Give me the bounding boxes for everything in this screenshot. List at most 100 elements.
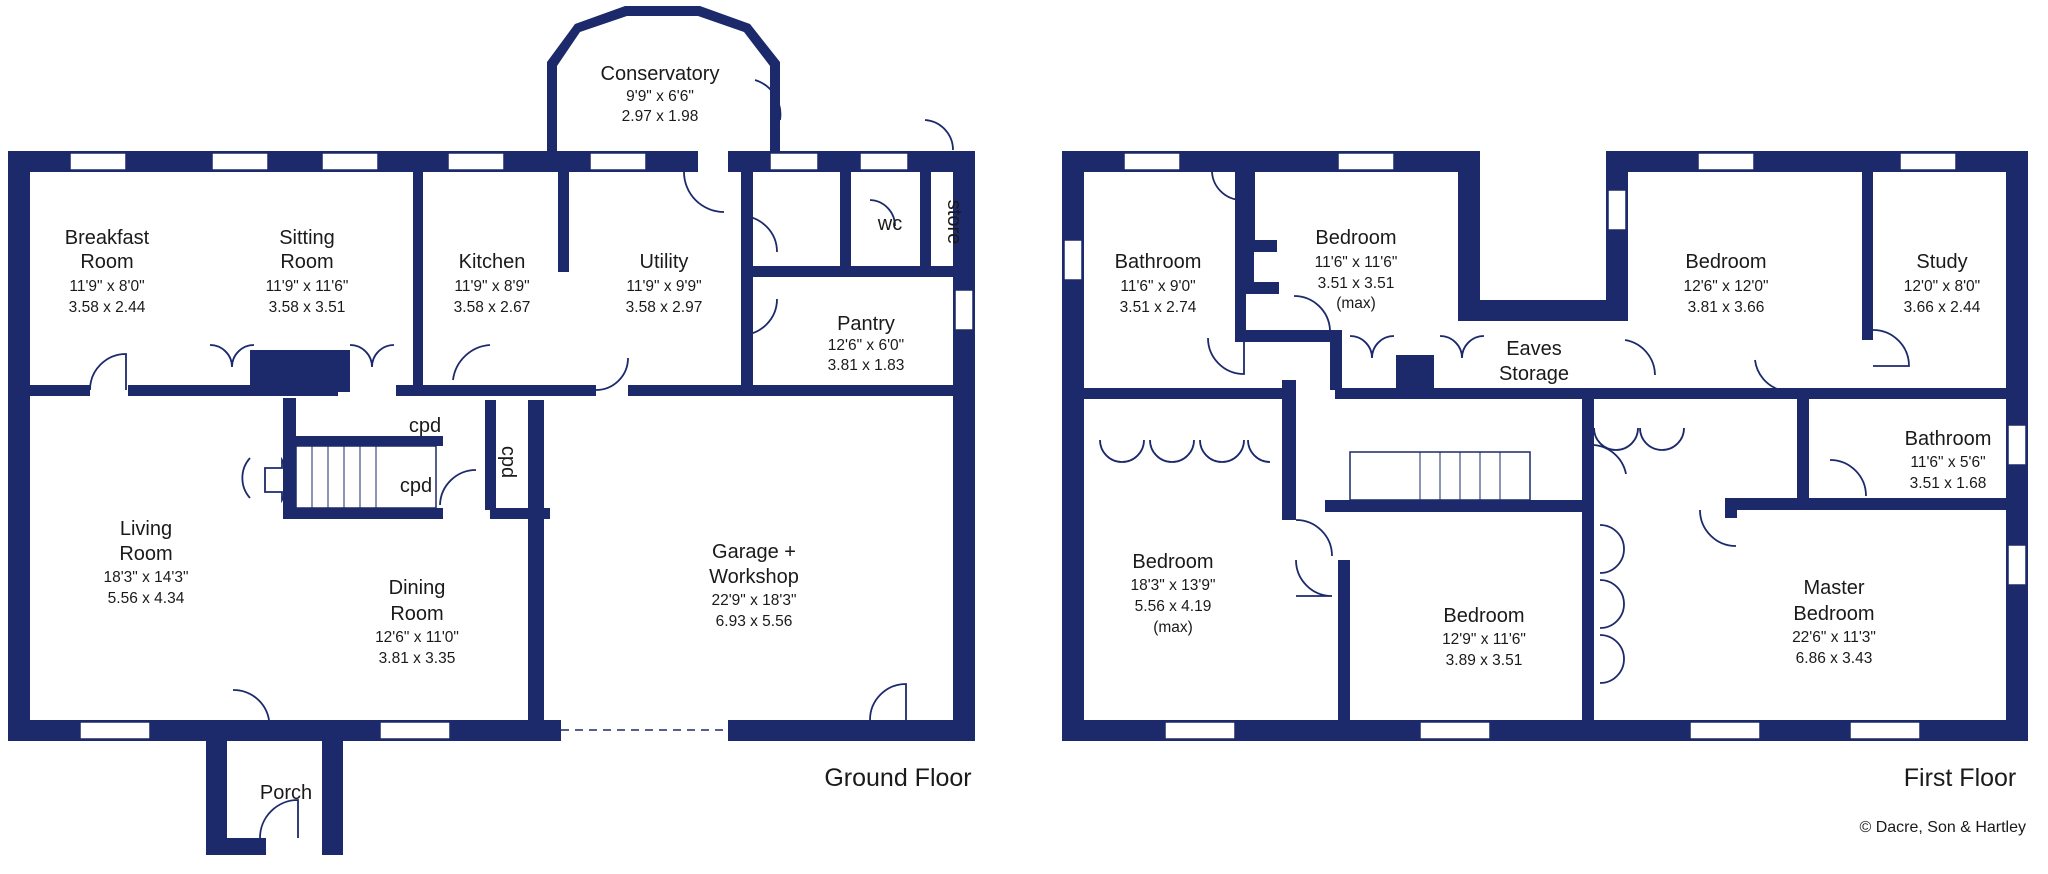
first-floor-title: First Floor <box>1904 764 2017 792</box>
first-floor-walls <box>1062 151 2028 741</box>
room-label-sitting-room: Sitting Room 11'9" x 11'6" 3.58 x 3.51 <box>266 227 349 316</box>
svg-text:Living: Living <box>120 518 172 540</box>
svg-text:12'6" x 6'0": 12'6" x 6'0" <box>828 337 904 354</box>
svg-text:Pantry: Pantry <box>837 313 895 335</box>
svg-text:3.58 x 3.51: 3.58 x 3.51 <box>269 299 346 316</box>
svg-text:Garage +: Garage + <box>712 541 796 563</box>
first-floor-doors <box>1099 171 1910 684</box>
svg-text:3.81 x 3.66: 3.81 x 3.66 <box>1688 299 1765 316</box>
svg-text:(max): (max) <box>1153 619 1193 636</box>
svg-text:3.51 x 1.68: 3.51 x 1.68 <box>1910 475 1987 492</box>
first-floor-labels: Bathroom 11'6" x 9'0" 3.51 x 2.74 Bedroo… <box>1115 227 2026 836</box>
room-label-garage-workshop: Garage + Workshop 22'9" x 18'3" 6.93 x 5… <box>709 541 799 630</box>
svg-text:Kitchen: Kitchen <box>459 251 526 273</box>
svg-text:6.93 x 5.56: 6.93 x 5.56 <box>716 613 793 630</box>
room-label-bedroom-4: Bedroom 12'9" x 11'6" 3.89 x 3.51 <box>1442 605 1526 669</box>
room-label-bedroom-1: Bedroom 11'6" x 11'6" 3.51 x 3.51 (max) <box>1315 227 1398 312</box>
svg-text:Sitting: Sitting <box>279 227 335 249</box>
svg-text:11'9" x 9'9": 11'9" x 9'9" <box>626 278 701 295</box>
svg-text:(max): (max) <box>1336 295 1376 312</box>
svg-text:3.58 x 2.97: 3.58 x 2.97 <box>626 299 703 316</box>
ground-floor-windows <box>69 152 974 740</box>
room-label-kitchen: Kitchen 11'9" x 8'9" 3.58 x 2.67 <box>454 251 531 316</box>
svg-text:Storage: Storage <box>1499 363 1569 385</box>
svg-text:Bathroom: Bathroom <box>1115 251 1202 273</box>
room-label-bathroom-2: Bathroom 11'6" x 5'6" 3.51 x 1.68 <box>1905 428 1992 492</box>
label-cpd-1: cpd <box>409 415 441 437</box>
svg-text:11'9" x 8'0": 11'9" x 8'0" <box>69 278 144 295</box>
svg-text:3.51 x 3.51: 3.51 x 3.51 <box>1318 275 1395 292</box>
svg-text:11'6" x 11'6": 11'6" x 11'6" <box>1315 254 1398 271</box>
ground-floor-doors <box>89 79 954 839</box>
room-label-master-bedroom: Master Bedroom 22'6" x 11'3" 6.86 x 3.43 <box>1792 577 1876 667</box>
svg-text:3.51 x 2.74: 3.51 x 2.74 <box>1120 299 1197 316</box>
label-wc: wc <box>877 213 902 235</box>
svg-text:12'0" x 8'0": 12'0" x 8'0" <box>1904 278 1980 295</box>
label-store: store <box>943 200 965 244</box>
room-label-study: Study 12'0" x 8'0" 3.66 x 2.44 <box>1904 251 1981 316</box>
ground-floor-title: Ground Floor <box>824 764 971 792</box>
svg-text:Master: Master <box>1803 577 1864 599</box>
room-label-eaves-storage: Eaves Storage <box>1499 338 1569 385</box>
label-cpd-2: cpd <box>400 475 432 497</box>
room-label-pantry: Pantry 12'6" x 6'0" 3.81 x 1.83 <box>828 313 905 374</box>
first-floor-windows <box>1063 152 2027 740</box>
svg-text:6.86 x 3.43: 6.86 x 3.43 <box>1796 650 1873 667</box>
svg-text:Room: Room <box>390 603 443 625</box>
svg-text:Bathroom: Bathroom <box>1905 428 1992 450</box>
svg-text:11'6" x 5'6": 11'6" x 5'6" <box>1910 454 1985 471</box>
svg-text:Bedroom: Bedroom <box>1132 551 1213 573</box>
svg-text:Room: Room <box>280 251 333 273</box>
room-label-utility: Utility 11'9" x 9'9" 3.58 x 2.97 <box>626 251 703 316</box>
svg-text:3.66 x 2.44: 3.66 x 2.44 <box>1904 299 1981 316</box>
svg-text:11'6" x 9'0": 11'6" x 9'0" <box>1120 278 1195 295</box>
room-label-bathroom-1: Bathroom 11'6" x 9'0" 3.51 x 2.74 <box>1115 251 1202 316</box>
svg-text:5.56 x 4.34: 5.56 x 4.34 <box>108 590 185 607</box>
svg-text:3.81 x 3.35: 3.81 x 3.35 <box>379 650 456 667</box>
svg-text:12'6" x 12'0": 12'6" x 12'0" <box>1683 278 1768 295</box>
copyright-notice: © Dacre, Son & Hartley <box>1859 819 2026 836</box>
svg-text:11'9" x 8'9": 11'9" x 8'9" <box>454 278 529 295</box>
room-label-dining-room: Dining Room 12'6" x 11'0" 3.81 x 3.35 <box>375 577 459 667</box>
svg-text:Room: Room <box>119 543 172 565</box>
ground-floor-labels: Breakfast Room 11'9" x 8'0" 3.58 x 2.44 … <box>65 63 972 804</box>
svg-text:11'9" x 11'6": 11'9" x 11'6" <box>266 278 349 295</box>
room-label-conservatory: Conservatory 9'9" x 6'6" 2.97 x 1.98 <box>601 63 720 125</box>
svg-text:22'6" x 11'3": 22'6" x 11'3" <box>1792 629 1876 646</box>
room-label-bedroom-2: Bedroom 12'6" x 12'0" 3.81 x 3.66 <box>1683 251 1768 316</box>
svg-text:5.56 x 4.19: 5.56 x 4.19 <box>1135 598 1212 615</box>
svg-text:18'3" x 13'9": 18'3" x 13'9" <box>1130 577 1215 594</box>
svg-text:3.89 x 3.51: 3.89 x 3.51 <box>1446 652 1523 669</box>
svg-text:Bedroom: Bedroom <box>1685 251 1766 273</box>
svg-text:12'9" x 11'6": 12'9" x 11'6" <box>1442 631 1526 648</box>
svg-text:Room: Room <box>80 251 133 273</box>
svg-text:9'9" x 6'6": 9'9" x 6'6" <box>626 88 694 105</box>
first-stair-treads <box>1419 452 1501 500</box>
svg-text:Bedroom: Bedroom <box>1793 603 1874 625</box>
room-label-bedroom-3: Bedroom 18'3" x 13'9" 5.56 x 4.19 (max) <box>1130 551 1215 636</box>
room-label-breakfast-room: Breakfast Room 11'9" x 8'0" 3.58 x 2.44 <box>65 227 150 316</box>
svg-text:22'9" x 18'3": 22'9" x 18'3" <box>711 592 796 609</box>
svg-text:Bedroom: Bedroom <box>1443 605 1524 627</box>
svg-text:Study: Study <box>1916 251 1967 273</box>
ground-stair-treads <box>311 446 377 508</box>
svg-text:12'6" x 11'0": 12'6" x 11'0" <box>375 629 459 646</box>
svg-text:Conservatory: Conservatory <box>601 63 720 85</box>
svg-text:Porch: Porch <box>260 782 312 804</box>
room-label-porch: Porch <box>260 782 312 804</box>
svg-text:2.97 x 1.98: 2.97 x 1.98 <box>622 108 699 125</box>
svg-text:3.81 x 1.83: 3.81 x 1.83 <box>828 357 905 374</box>
svg-text:18'3" x 14'3": 18'3" x 14'3" <box>103 569 188 586</box>
svg-text:Bedroom: Bedroom <box>1315 227 1396 249</box>
svg-text:Dining: Dining <box>389 577 446 599</box>
svg-text:Breakfast: Breakfast <box>65 227 150 249</box>
room-label-living-room: Living Room 18'3" x 14'3" 5.56 x 4.34 <box>103 518 188 607</box>
ground-floor-walls <box>8 6 975 855</box>
label-cpd-3: cpd <box>497 446 519 478</box>
svg-text:3.58 x 2.67: 3.58 x 2.67 <box>454 299 531 316</box>
svg-text:Workshop: Workshop <box>709 566 799 588</box>
svg-text:Eaves: Eaves <box>1506 338 1562 360</box>
svg-text:Utility: Utility <box>640 251 689 273</box>
svg-text:3.58 x 2.44: 3.58 x 2.44 <box>69 299 146 316</box>
